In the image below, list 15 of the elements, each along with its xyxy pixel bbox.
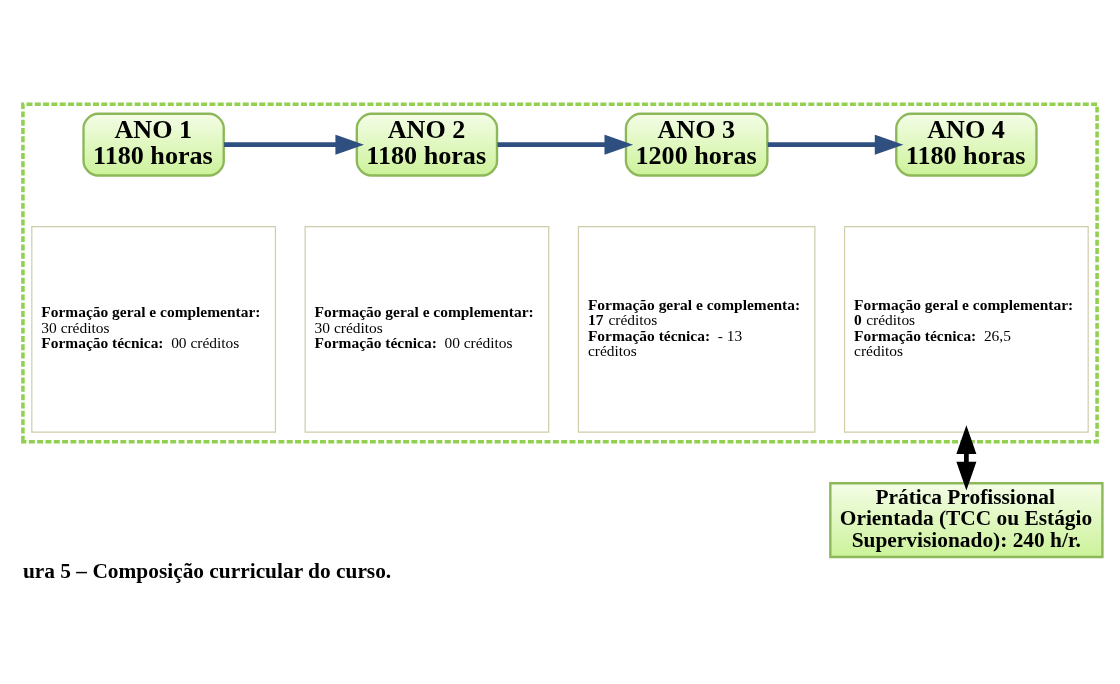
- node-box: Formação geral e complementa: 17 créditos Formação técnica: - 13 créditos: [577, 225, 816, 433]
- node-box: Formação geral e complementar: 30 créditos Formação técnica: 00 créditos: [304, 225, 550, 433]
- caption: ura 5 – Composição curricular do curso.: [22, 558, 392, 583]
- node-box: Formação geral e complementar: 30 créditos Formação técnica: 00 créditos: [31, 225, 276, 433]
- arrow: [956, 424, 977, 490]
- node-box: Formação geral e complementar: 0 créditos Formação técnica: 26,5 créditos: [844, 225, 1089, 433]
- node-box: ANO 1 1180 horas: [82, 112, 225, 177]
- node-box: ANO 2 1180 horas: [355, 112, 499, 177]
- node-box: ANO 4 1180 horas: [895, 112, 1038, 177]
- arrow: [767, 134, 904, 155]
- node-box: ANO 3 1200 horas: [624, 112, 769, 177]
- cluster: [21, 102, 1099, 443]
- arrow: [497, 134, 634, 155]
- arrow: [224, 134, 364, 155]
- node-box: Prática Profissional Orientada (TCC ou Estágio Supervisionado): 240 h/r.: [829, 481, 1104, 558]
